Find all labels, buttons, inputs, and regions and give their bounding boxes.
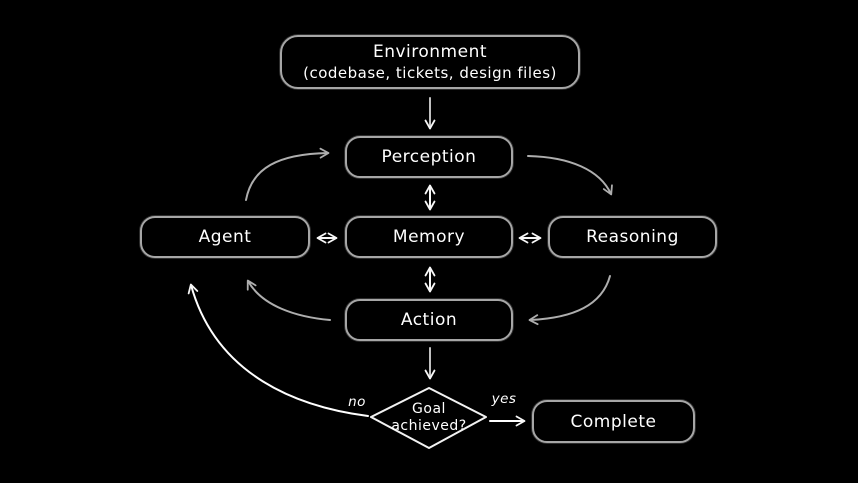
goal-decision-label: Goal achieved? xyxy=(369,401,489,435)
memory-label: Memory xyxy=(392,227,466,247)
environment-label: Environment xyxy=(372,42,488,62)
complete-label: Complete xyxy=(570,411,657,432)
reasoning-label: Reasoning xyxy=(586,227,679,247)
environment-node: Environment (codebase, tickets, design f… xyxy=(280,35,580,89)
complete-node: Complete xyxy=(532,400,695,443)
edge-label-yes: yes xyxy=(491,391,517,407)
arrow-perception-to-reasoning xyxy=(527,155,613,196)
agent-label: Agent xyxy=(198,227,252,247)
arrow-reasoning-to-action xyxy=(528,275,611,326)
perception-node: Perception xyxy=(345,136,513,178)
goal-line2: achieved? xyxy=(391,417,467,434)
perception-label: Perception xyxy=(381,147,477,167)
memory-node: Memory xyxy=(345,216,513,258)
arrow-action-to-agent xyxy=(246,279,331,321)
goal-decision-diamond xyxy=(370,387,487,449)
reasoning-node: Reasoning xyxy=(548,216,717,258)
agent-node: Agent xyxy=(140,216,310,258)
edge-label-no: no xyxy=(348,394,366,410)
environment-sublabel: (codebase, tickets, design files) xyxy=(303,64,557,82)
action-label: Action xyxy=(400,310,458,330)
action-node: Action xyxy=(345,299,513,341)
goal-line1: Goal xyxy=(412,401,446,417)
arrow-goal-no-to-agent xyxy=(187,283,369,417)
arrow-agent-to-perception xyxy=(245,147,330,201)
